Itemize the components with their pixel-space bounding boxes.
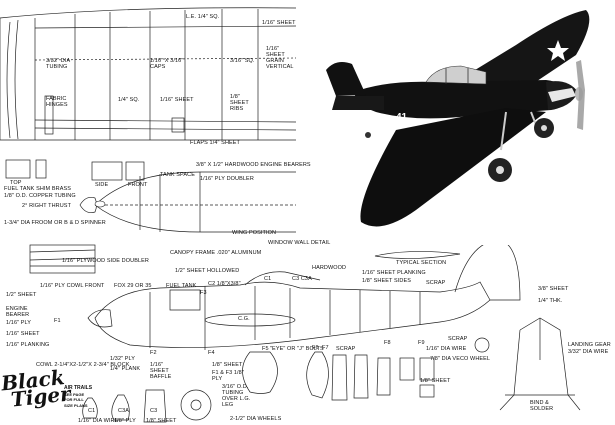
- publisher-name: AIR TRAILS: [64, 385, 93, 391]
- label-sheet38: 3/8" SHEET: [538, 286, 569, 292]
- title-logo: Black Tiger: [0, 365, 72, 412]
- label-f1f3: F1 & F3 1/8" PLY: [212, 370, 244, 382]
- label-f2: F2: [150, 350, 157, 356]
- label-f9: F9: [418, 340, 425, 346]
- label-gear-wire: 3/32" DIA WIRE: [568, 349, 609, 355]
- label-plank: 1/4" PLANK: [110, 366, 141, 372]
- label-wing-position: WING POSITION: [232, 230, 277, 236]
- title-line-2: Tiger: [9, 381, 72, 412]
- label-tubing-gear: 3/16" O.D. TUBING OVER L.G. LEG: [222, 384, 251, 408]
- label-sheet-lo: 1/8" SHEET: [212, 362, 243, 368]
- label-f7: F7: [322, 345, 329, 351]
- label-tubing: 3/32" DIA TUBING: [46, 58, 70, 70]
- label-right-thrust: 2° RIGHT THRUST: [22, 203, 72, 209]
- label-c3a: C3A: [118, 408, 129, 414]
- label-fox: FOX 29 OR 35: [114, 283, 152, 289]
- label-ply-side: 1/16" PLYWOOD SIDE DOUBLER: [62, 258, 149, 264]
- label-f4: F4: [208, 350, 215, 356]
- label-fuel-tank: FUEL TANK: [166, 283, 197, 289]
- label-c1b: C1: [88, 408, 96, 414]
- label-engine-bearers: 3/8" X 1/2" HARDWOOD ENGINE BEARERS: [196, 162, 311, 168]
- label-sheet-top: 1/16" SHEET: [262, 20, 296, 26]
- label-planking-top: 1/16" SHEET PLANKING: [362, 270, 426, 276]
- label-bind-solder: BIND & SOLDER: [530, 400, 554, 412]
- label-f1: F1: [54, 318, 61, 324]
- label-canopy: CANOPY FRAME .020" ALUMINUM: [170, 250, 262, 256]
- label-baffle: 1/16" SHEET BAFFLE: [150, 362, 172, 380]
- label-fabric: FABRIC HINGES: [46, 96, 68, 108]
- label-side: SIDE: [95, 182, 109, 188]
- label-ribs: 1/8" SHEET RIBS: [230, 94, 249, 112]
- fuselage-number: 41: [396, 112, 408, 123]
- label-window-detail: WINDOW WALL DETAIL: [268, 240, 331, 246]
- label-f5: F5: [262, 346, 269, 352]
- label-c1: C1: [264, 276, 272, 282]
- label-scrap-3: SCRAP: [448, 336, 468, 342]
- label-sheet16: 1/16" SHEET: [6, 331, 40, 337]
- label-sheet-sides: 1/8" SHEET SIDES: [362, 278, 411, 284]
- label-le: L.E. 1/4" SQ.: [186, 14, 220, 20]
- publisher-credit: AIR TRAILS SEE PAGE FOR FULL SIZE PLANS: [64, 385, 93, 408]
- label-wire16: 1/16" DIA WIRE: [78, 418, 119, 424]
- label-ply18: 1/8" PLY: [114, 418, 136, 424]
- label-cg: C.G.: [238, 316, 250, 322]
- label-ply-doubler: 1/16" PLY DOUBLER: [200, 176, 254, 182]
- label-scrap-2: SCRAP: [336, 346, 356, 352]
- label-f3: F3: [200, 290, 207, 296]
- publisher-sub: SEE PAGE FOR FULL SIZE PLANS: [64, 391, 88, 408]
- label-copper: 1/8" O.D. COPPER TUBING: [4, 193, 76, 199]
- label-f6: F6: [312, 345, 319, 351]
- label-half-sheet: 1/2" SHEET: [6, 292, 37, 298]
- label-cowl-front: 1/16" PLY COWL FRONT: [40, 283, 105, 289]
- label-scrap: SCRAP: [426, 280, 446, 286]
- label-sheet-mid: 1/16" SHEET: [160, 97, 194, 103]
- label-sheet-hollowed: 1/2" SHEET HOLLOWED: [175, 268, 240, 274]
- label-veco: 7/8" DIA VECO WHEEL: [430, 356, 491, 362]
- label-flaps: FLAPS 1/4" SHEET: [190, 140, 241, 146]
- label-planking: 1/16" PLANKING: [6, 342, 50, 348]
- label-quarter-sq: 1/4" SQ.: [118, 97, 140, 103]
- label-caps: 1/16" X 3/16" CAPS: [150, 58, 184, 70]
- label-tank-space: TANK SPACE: [160, 172, 196, 178]
- label-top: TOP: [10, 180, 22, 186]
- label-wheels: 2-1/2" DIA WHEELS: [230, 416, 282, 422]
- label-landing-gear: LANDING GEAR: [568, 342, 611, 348]
- airplane-photo-illustration: 41: [296, 0, 615, 245]
- label-spinner: 1-3/4" DIA FROOM OR B & D SPINNER: [4, 220, 106, 226]
- label-f8: F8: [384, 340, 391, 346]
- label-ply132: 1/32" PLY: [110, 356, 136, 362]
- label-front: FRONT: [128, 182, 148, 188]
- label-fuel-tank-brass: FUEL TANK SHIM BRASS: [4, 186, 71, 192]
- label-316-sq: 3/16" SQ.: [230, 58, 255, 64]
- label-thk: 1/4" THK.: [538, 298, 563, 304]
- label-ply: 1/16" PLY: [6, 320, 32, 326]
- label-c3b: C3: [150, 408, 158, 414]
- label-engine-bearer: ENGINE BEARER: [6, 306, 30, 318]
- label-c3: C3 C3A: [292, 276, 312, 282]
- label-cowl-block: COWL 2-1/4"X2-1/2"X 2-3/4" BLOCK: [36, 362, 130, 368]
- label-grain: 1/16" SHEET GRAIN VERTICAL: [266, 46, 294, 70]
- label-eye-bolts: "EYE" OR "J" BOLTS: [270, 346, 324, 352]
- label-typical-section: TYPICAL SECTION: [396, 260, 447, 266]
- label-sheet8: 1/8" SHEET: [146, 418, 177, 424]
- label-c2: C2 1/8"X3/8": [208, 281, 241, 287]
- label-dia-wire: 1/16" DIA WIRE: [426, 346, 467, 352]
- label-hardwood: HARDWOOD: [312, 265, 347, 271]
- aircraft-photo: 41: [296, 0, 615, 245]
- label-sheet-lo-2: 1/8" SHEET: [420, 378, 451, 384]
